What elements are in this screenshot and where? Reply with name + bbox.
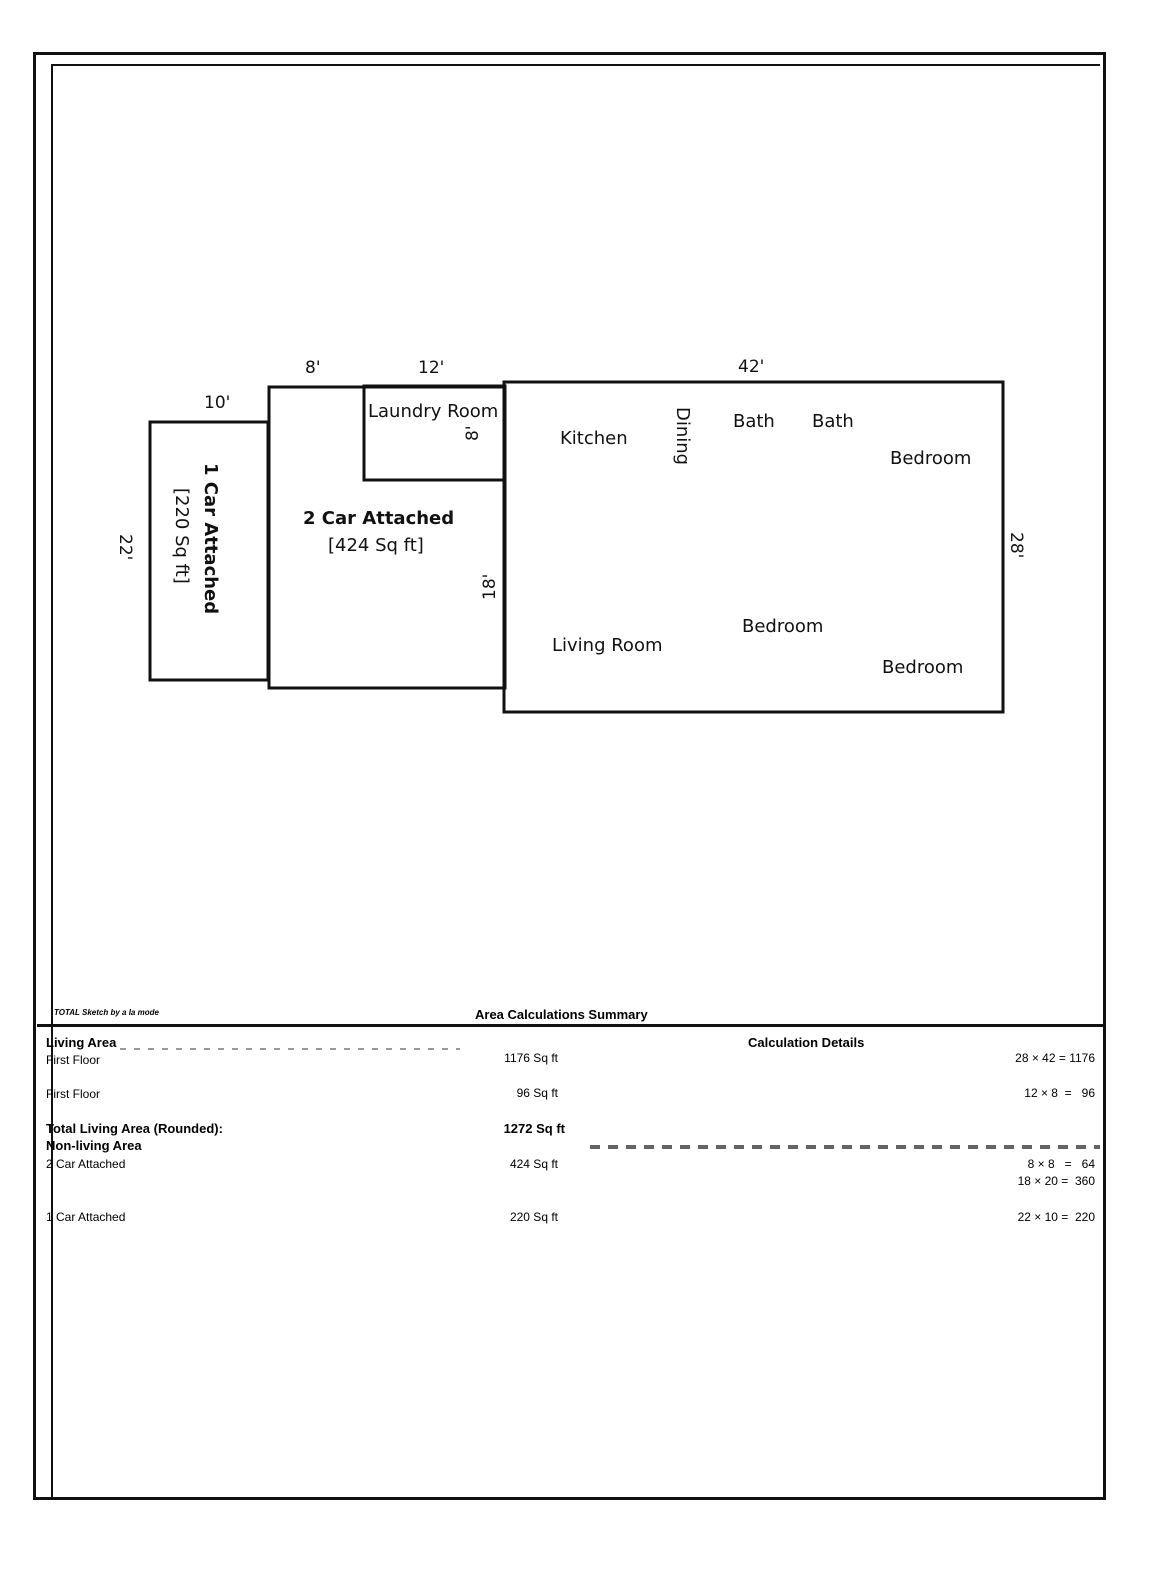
two-car-area: [424 Sq ft] [328, 535, 424, 556]
nonliving-row-1-label: 2 Car Attached [46, 1157, 126, 1171]
inner-border [51, 64, 1100, 1500]
dimension-42: 42' [738, 357, 764, 377]
living-row-1-calc: 28 × 42 = 1176 [1015, 1051, 1095, 1065]
software-credit: TOTAL Sketch by a la mode [54, 1008, 159, 1017]
nonliving-row-2-label: 1 Car Attached [46, 1210, 126, 1224]
living-room-label: Living Room [552, 635, 663, 656]
total-living-area-label: Total Living Area (Rounded): [46, 1121, 223, 1136]
bath-2-label: Bath [812, 411, 854, 432]
calculation-details-title: Calculation Details [748, 1035, 865, 1050]
living-row-2-label: First Floor [46, 1087, 100, 1101]
dimension-18: 18' [480, 574, 500, 600]
laundry-room-label: Laundry Room [368, 401, 498, 422]
kitchen-label: Kitchen [560, 428, 628, 449]
nonliving-row-1-calc-2: 18 × 20 = 360 [1017, 1174, 1095, 1188]
dimension-12: 12' [418, 358, 444, 378]
bedroom-3-label: Bedroom [882, 657, 963, 678]
area-summary-title: Area Calculations Summary [475, 1007, 648, 1022]
page-border [33, 52, 1106, 1500]
total-living-area-value: 1272 Sq ft [503, 1121, 565, 1136]
nonliving-row-1-calc-1: 8 × 8 = 64 [1027, 1157, 1095, 1171]
nonliving-row-2-calc: 22 × 10 = 220 [1017, 1210, 1095, 1224]
living-row-1-label: First Floor [46, 1053, 100, 1067]
bedroom-1-label: Bedroom [890, 448, 971, 469]
dimension-10: 10' [204, 393, 230, 413]
scan-noise-dark [590, 1145, 1100, 1149]
living-row-2-area: 96 Sq ft [516, 1086, 558, 1100]
bath-1-label: Bath [733, 411, 775, 432]
scan-noise [120, 1048, 460, 1050]
living-area-header: Living Area [46, 1035, 117, 1050]
two-car-title: 2 Car Attached [303, 508, 454, 529]
living-row-1-area: 1176 Sq ft [504, 1051, 558, 1065]
main-house-outline [502, 380, 1005, 714]
living-row-2-calc: 12 × 8 = 96 [1024, 1086, 1095, 1100]
dimension-8-top: 8' [305, 358, 321, 378]
non-living-area-header: Non-living Area [46, 1138, 142, 1153]
summary-divider [37, 1024, 1103, 1027]
nonliving-row-1-area: 424 Sq ft [509, 1157, 558, 1171]
dining-label: Dining [672, 407, 693, 465]
dimension-8-side: 8' [463, 426, 483, 442]
dimension-28: 28' [1006, 532, 1026, 558]
dimension-22: 22' [115, 534, 135, 560]
one-car-area: [220 Sq ft] [171, 488, 192, 584]
bedroom-2-label: Bedroom [742, 616, 823, 637]
nonliving-row-2-area: 220 Sq ft [509, 1210, 558, 1224]
one-car-title: 1 Car Attached [200, 463, 221, 614]
